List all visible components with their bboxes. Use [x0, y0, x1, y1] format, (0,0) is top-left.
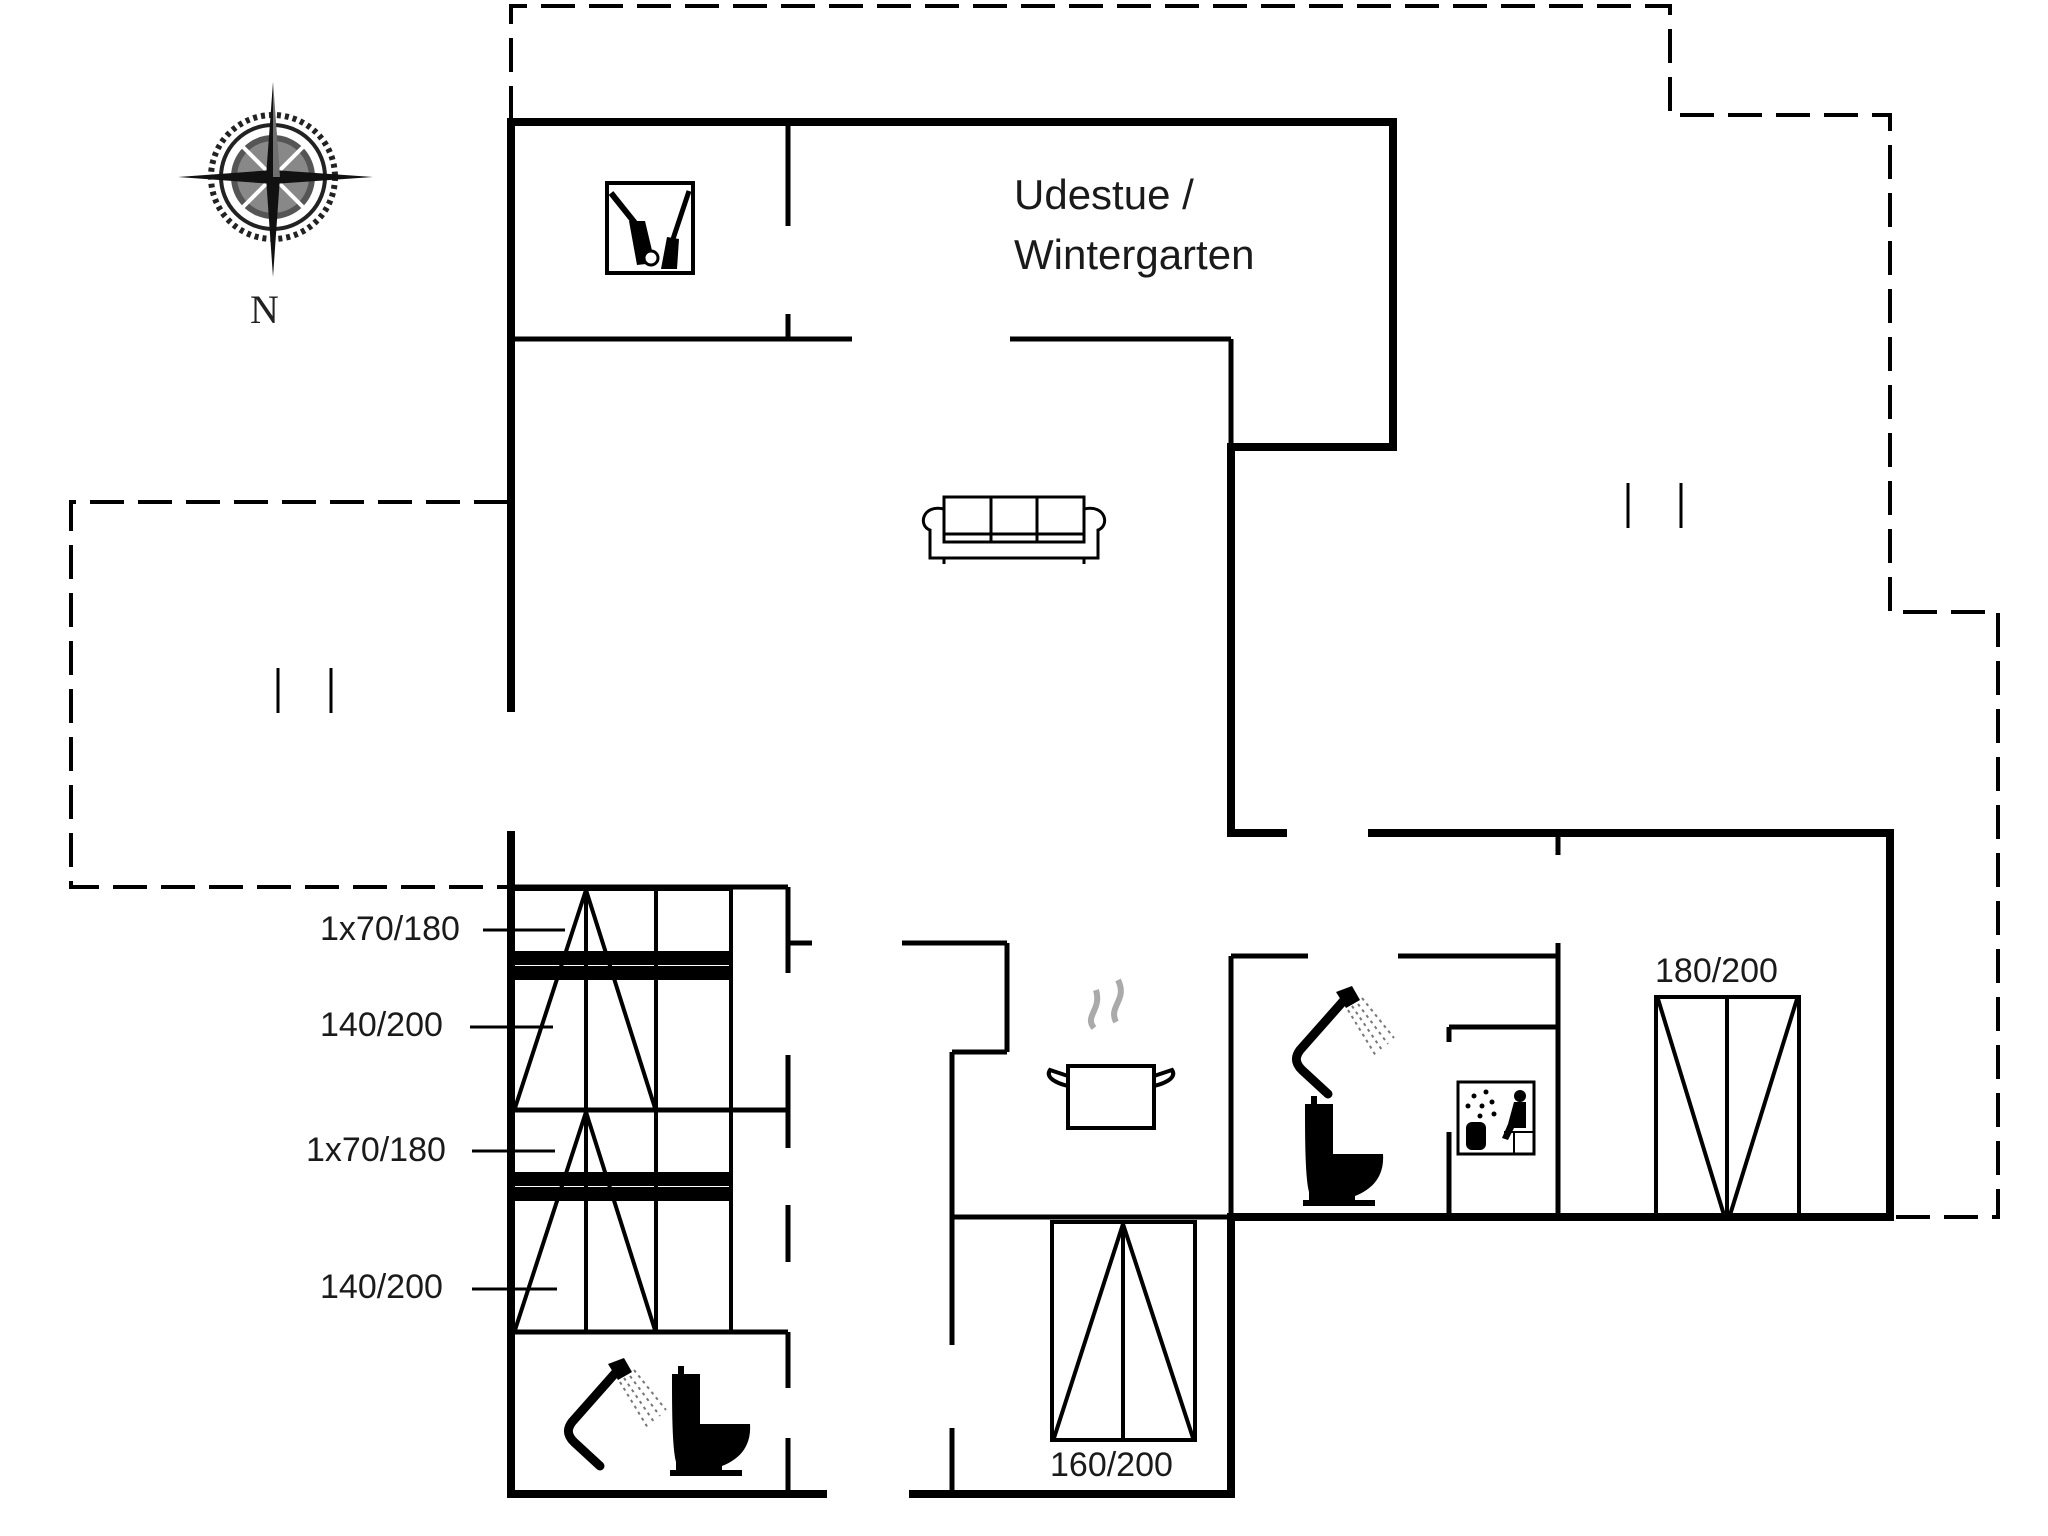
terrace-symbol-north	[1626, 483, 1683, 528]
bed-180-200	[1654, 995, 1801, 1219]
bunk-bed-upper	[511, 887, 733, 1112]
interior-walls	[511, 122, 1561, 1494]
bed-label-double-lower: 140/200	[320, 1268, 443, 1306]
shower-icon	[563, 1358, 667, 1471]
compass-north-label: N	[250, 287, 279, 332]
sofa-icon	[921, 495, 1107, 564]
bed-label-180-200: 180/200	[1655, 952, 1778, 990]
toilet-icon	[670, 1366, 751, 1476]
bed-leader-lines	[470, 928, 565, 1291]
sauna-icon	[1456, 1080, 1536, 1156]
bed-label-double-upper: 140/200	[320, 1006, 443, 1044]
sunroom-label-line1: Udestue /	[1014, 171, 1194, 218]
terrace-symbol-west	[276, 668, 333, 713]
exterior-walls	[507, 118, 1894, 1498]
shower-icon	[1291, 986, 1395, 1099]
terrace-outline-north	[509, 4, 2000, 1219]
bed-label-bunk-lower: 1x70/180	[306, 1131, 446, 1169]
cooking-pot-icon	[1046, 978, 1176, 1130]
vacuum-broom-icon	[605, 181, 695, 275]
toilet-icon	[1303, 1096, 1384, 1206]
bed-label-bunk-upper: 1x70/180	[320, 910, 460, 948]
bed-160-200	[1050, 1220, 1197, 1442]
terrace-outline-west	[69, 500, 508, 889]
compass-icon	[178, 82, 373, 277]
bed-label-160-200: 160/200	[1050, 1446, 1173, 1484]
sunroom-label-line2: Wintergarten	[1014, 231, 1255, 278]
bunk-bed-lower	[511, 1108, 733, 1334]
